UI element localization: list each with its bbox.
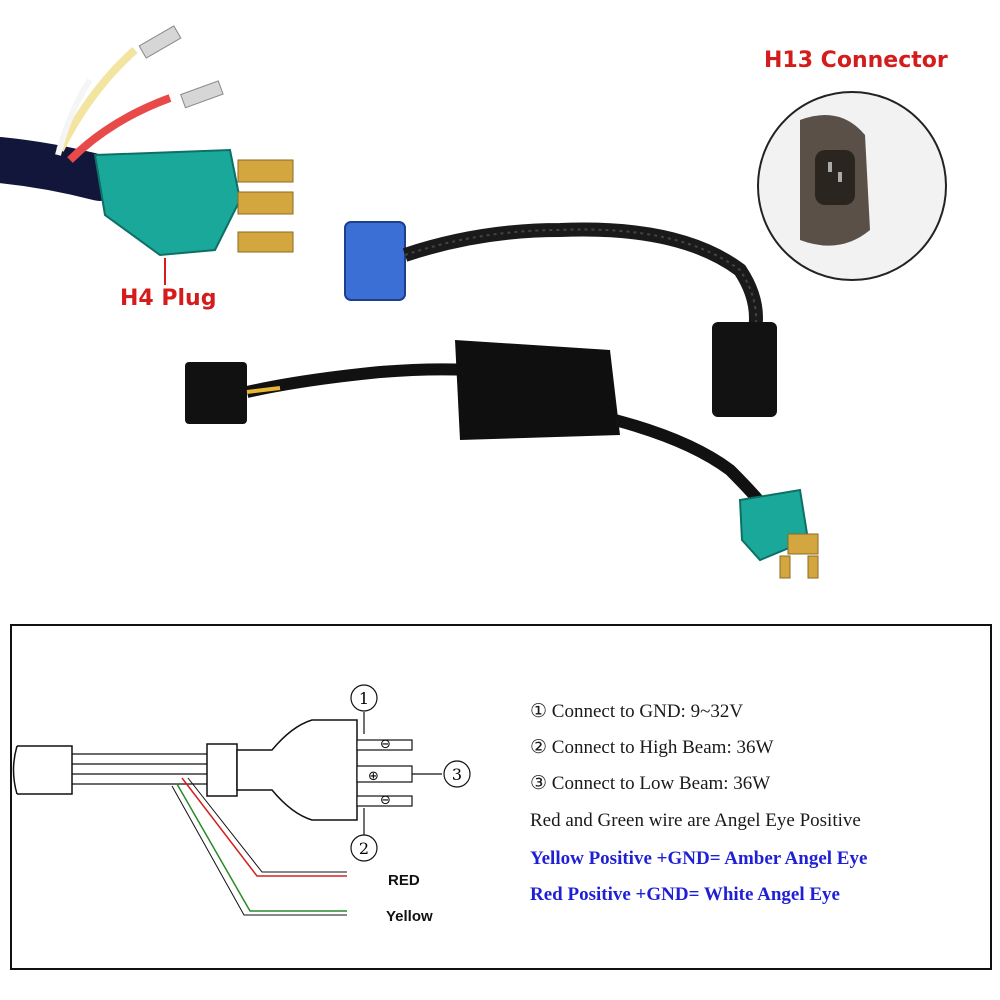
- wiring-schematic: ⊖ ⊕ ⊖ 1 2 3: [12, 684, 471, 916]
- spec-line-5: Yellow Positive +GND= Amber Angel Eye: [530, 848, 868, 869]
- decoder-harness: [185, 340, 819, 579]
- h4-plug-closeup: [0, 25, 294, 257]
- yellow-wire-label: Yellow: [386, 908, 433, 925]
- svg-text:⊖: ⊖: [380, 737, 391, 752]
- wiring-diagram-panel: ⊖ ⊕ ⊖ 1 2 3 RED Yellow ① Connect to GND:…: [10, 624, 992, 970]
- h13-harness: [344, 221, 777, 417]
- svg-text:⊖: ⊖: [380, 793, 391, 808]
- red-wire-label: RED: [388, 872, 420, 889]
- spec-line-2: ② Connect to High Beam: 36W: [530, 737, 774, 758]
- h13-connector-inset: [757, 91, 947, 281]
- pin-1-label: 1: [359, 689, 369, 708]
- spec-line-3: ③ Connect to Low Beam: 36W: [530, 773, 771, 794]
- pin-3-label: 3: [452, 765, 462, 784]
- spec-line-1: ① Connect to GND: 9~32V: [530, 701, 744, 722]
- pin-2-label: 2: [359, 839, 369, 858]
- h13-connector-label: H13 Connector: [764, 48, 948, 73]
- spec-line-4: Red and Green wire are Angel Eye Positiv…: [530, 810, 861, 831]
- spec-line-6: Red Positive +GND= White Angel Eye: [530, 884, 840, 905]
- svg-text:⊕: ⊕: [368, 769, 379, 784]
- h4-plug-label: H4 Plug: [120, 286, 217, 311]
- product-photo: [0, 25, 947, 579]
